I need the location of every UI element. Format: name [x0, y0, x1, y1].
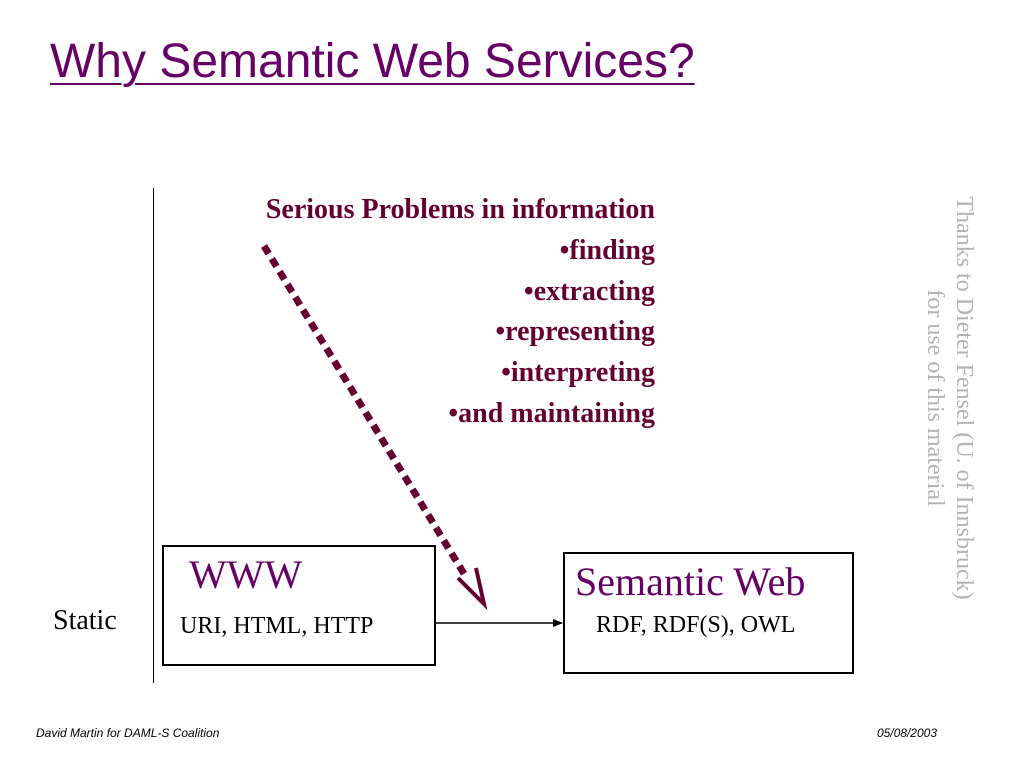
footer-date: 05/08/2003 — [876, 726, 937, 740]
credit-line-2: for use of this material — [922, 289, 948, 507]
www-box-title: WWW — [189, 552, 303, 597]
problem-item-maintaining: •and maintaining — [448, 397, 655, 429]
problems-heading: Serious Problems in information — [265, 194, 655, 225]
slide-title: Why Semantic Web Services? — [50, 35, 695, 88]
problems-list: Serious Problems in information •finding… — [266, 190, 655, 435]
credit-line-1: Thanks to Dieter Fensel (U. of Innsbruck… — [951, 196, 977, 600]
credit-note: Thanks to Dieter Fensel (U. of Innsbruck… — [908, 158, 988, 638]
vertical-axis-line — [153, 188, 154, 683]
static-label: Static — [53, 605, 117, 636]
problem-item-interpreting: •interpreting — [501, 357, 655, 389]
semantic-web-box: Semantic Web RDF, RDF(S), OWL — [563, 552, 854, 674]
www-box: WWW URI, HTML, HTTP — [162, 545, 436, 666]
www-box-subtitle: URI, HTML, HTTP — [180, 613, 374, 639]
semantic-web-box-subtitle: RDF, RDF(S), OWL — [596, 612, 796, 638]
problem-item-representing: •representing — [495, 316, 655, 348]
problem-item-finding: •finding — [559, 234, 655, 266]
semantic-web-box-title: Semantic Web — [575, 559, 806, 604]
problem-item-extracting: •extracting — [523, 275, 655, 307]
dashed-arrow-head — [456, 567, 488, 611]
footer-author: David Martin for DAML-S Coalition — [36, 726, 220, 740]
